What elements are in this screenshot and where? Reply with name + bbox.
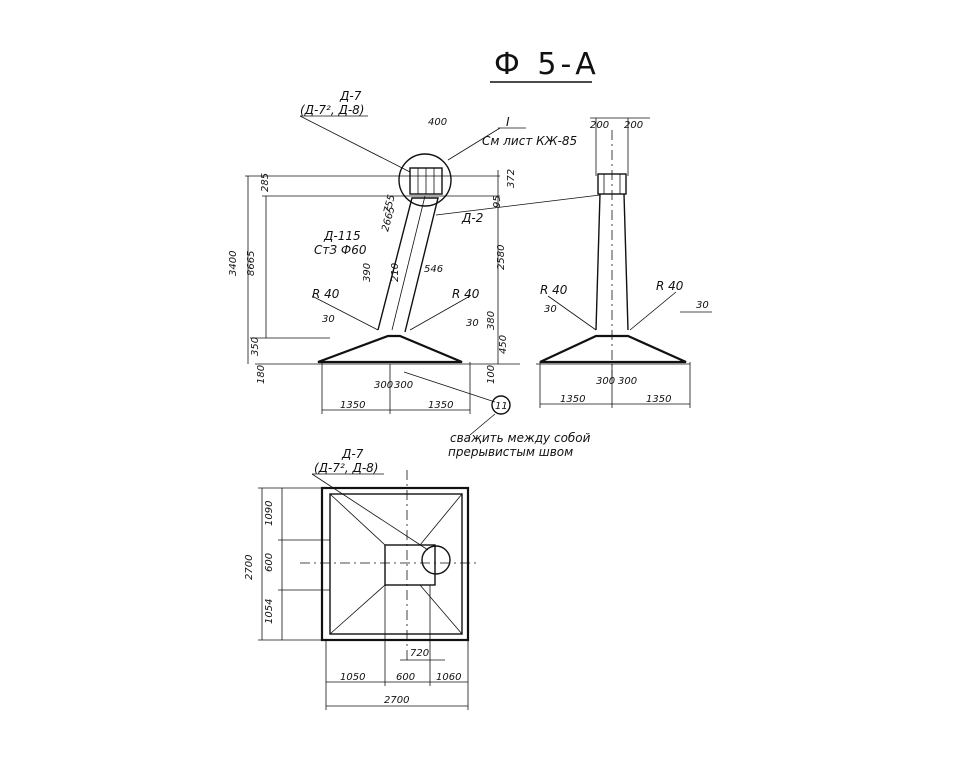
- plan-label-d7: Д-7: [341, 447, 364, 461]
- column-axis: [391, 195, 426, 331]
- side-column: [595, 193, 629, 331]
- plan-label-d7-alt: (Д-7², Д-8): [314, 461, 378, 475]
- label-400: 400: [428, 117, 447, 128]
- leader-r40-left: [311, 295, 379, 331]
- label-755: 755: [382, 193, 398, 214]
- inclined-column: [377, 197, 439, 333]
- plan-outer-square: [320, 486, 470, 642]
- plan-label-1050-left: 1050: [340, 672, 365, 683]
- label-546: 546: [424, 264, 443, 275]
- label-30-left: 30: [322, 314, 335, 325]
- label-180: 180: [256, 365, 267, 384]
- leader-d7: [299, 115, 411, 173]
- label-1350-left: 1350: [340, 400, 365, 411]
- plan-diag-br: [419, 584, 463, 635]
- front-view: Д-7 (Д-7², Д-8) 400 I См лист КЖ-85 285 …: [228, 89, 601, 459]
- side-leader-r40-r: [629, 291, 677, 331]
- drawing-title: Ф 5-А: [494, 47, 600, 82]
- label-95: 95: [492, 195, 503, 208]
- label-section-mark: I: [506, 115, 510, 129]
- side-label-30-right: 30: [696, 300, 709, 311]
- leader-r40-right: [409, 295, 471, 331]
- side-label-r40-left: R 40: [540, 283, 568, 297]
- plan-diag-tr: [419, 493, 463, 546]
- plan-label-720: 720: [410, 648, 429, 659]
- side-footing: [539, 334, 687, 364]
- leader-section: [447, 127, 501, 161]
- side-label-30-left: 30: [544, 304, 557, 315]
- label-450: 450: [498, 335, 509, 354]
- label-d7-alt: (Д-7², Д-8): [300, 103, 364, 117]
- leader-weld: [403, 371, 496, 403]
- label-100: 100: [486, 365, 497, 384]
- label-1350-right: 1350: [428, 400, 453, 411]
- plan-label-600-bottom: 600: [396, 672, 415, 683]
- label-210: 210: [390, 263, 401, 282]
- label-3400: 3400: [228, 251, 239, 276]
- label-d7: Д-7: [339, 89, 362, 103]
- label-372: 372: [506, 169, 517, 188]
- footing-outline: [317, 334, 463, 364]
- side-label-300a: 300: [596, 376, 615, 387]
- plan-label-1060-right: 1060: [436, 672, 461, 683]
- plan-label-2700-bottom: 2700: [384, 695, 409, 706]
- label-d115: Д-115: [323, 229, 361, 243]
- label-30-right: 30: [466, 318, 479, 329]
- side-label-200-right: 200: [624, 120, 643, 131]
- detail-circle: [398, 153, 452, 207]
- side-view: 200 200 R 40 R 40 30 30 300 300 1350 135…: [536, 117, 712, 408]
- label-weld-line1: сваҗить между собой: [450, 431, 591, 445]
- label-350: 350: [250, 337, 261, 356]
- weld-callout-circle: [491, 395, 511, 415]
- side-label-200-left: 200: [590, 120, 609, 131]
- plan-diag-tl: [329, 493, 386, 546]
- plan-label-600: 600: [264, 553, 275, 572]
- leader-d2: [435, 194, 601, 216]
- side-label-1350-left: 1350: [560, 394, 585, 405]
- label-r40-right: R 40: [452, 287, 480, 301]
- label-see-sheet: См лист КЖ-85: [482, 134, 577, 148]
- plan-pedestal: [384, 544, 436, 586]
- plan-label-2700: 2700: [244, 555, 255, 580]
- side-cap: [597, 173, 627, 195]
- side-leader-r40-l: [547, 295, 597, 331]
- side-label-r40-right: R 40: [656, 279, 684, 293]
- plan-cap-circle: [421, 545, 451, 575]
- label-weld-num: 11: [495, 401, 508, 412]
- label-300a: 300: [374, 380, 393, 391]
- plan-diag-bl: [329, 584, 386, 635]
- title-block: Ф 5-А: [490, 47, 600, 83]
- label-steel: СтЗ Ф60: [314, 243, 367, 257]
- label-285: 285: [260, 173, 271, 192]
- side-label-300b: 300: [618, 376, 637, 387]
- label-r40-left: R 40: [312, 287, 340, 301]
- label-380: 380: [486, 311, 497, 330]
- label-d2: Д-2: [461, 211, 483, 225]
- label-390: 390: [362, 263, 373, 282]
- label-weld-line2: прерывистым швом: [448, 445, 573, 459]
- label-8665: 8665: [246, 251, 257, 276]
- side-label-1350-right: 1350: [646, 394, 671, 405]
- plan-leader-d7: [311, 473, 429, 551]
- plan-view: Д-7 (Д-7², Д-8) 1090 2700 600 1054 720 1…: [244, 447, 480, 710]
- label-2580: 2580: [496, 245, 507, 270]
- plan-inner-square: [329, 493, 463, 635]
- plan-label-1054: 1054: [264, 599, 275, 624]
- weld-leader: [469, 413, 496, 436]
- plan-label-1090: 1090: [264, 501, 275, 526]
- label-300b: 300: [394, 380, 413, 391]
